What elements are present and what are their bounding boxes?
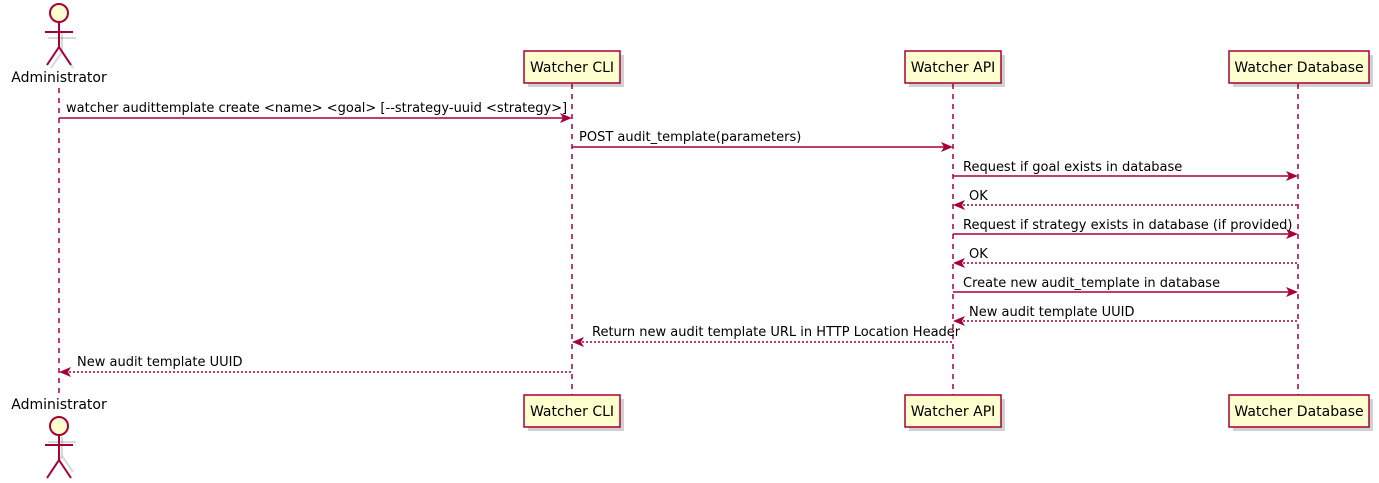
message-2[interactable]: POST audit_template(parameters)	[572, 130, 953, 152]
message-6[interactable]: OK	[953, 247, 1298, 268]
message-6-label: OK	[969, 247, 988, 262]
participant-label-watcher-cli-top: Watcher CLI	[530, 60, 614, 76]
message-3-label: Request if goal exists in database	[963, 160, 1182, 175]
participant-box-watcher-database-bottom[interactable]	[1228, 394, 1370, 428]
message-2-label: POST audit_template(parameters)	[579, 130, 801, 145]
message-8-arrowhead	[953, 316, 965, 326]
participant-label-watcher-api-bottom: Watcher API	[911, 404, 996, 420]
message-9-label: Return new audit template URL in HTTP Lo…	[592, 325, 961, 340]
participant-label-watcher-cli-bottom: Watcher CLI	[530, 404, 614, 420]
message-10[interactable]: New audit template UUID	[59, 355, 572, 377]
message-8-label: New audit template UUID	[969, 305, 1134, 320]
message-7-label: Create new audit_template in database	[963, 276, 1220, 291]
message-7-arrowhead	[1286, 287, 1298, 297]
message-1-arrowhead	[560, 113, 572, 123]
message-10-label: New audit template UUID	[77, 355, 242, 370]
message-4[interactable]: OK	[953, 189, 1298, 210]
message-3[interactable]: Request if goal exists in database	[953, 160, 1298, 181]
message-4-label: OK	[969, 189, 988, 204]
message-2-arrowhead	[941, 142, 953, 152]
message-3-arrowhead	[1286, 171, 1298, 181]
participant-box-watcher-database-top[interactable]	[1228, 50, 1370, 84]
actor-administrator-top[interactable]: Administrator	[11, 3, 107, 86]
actor-administrator-bottom[interactable]: Administrator	[11, 397, 107, 479]
participant-watcher-cli-top[interactable]: Watcher CLI	[523, 50, 624, 87]
message-5-label: Request if strategy exists in database (…	[963, 218, 1292, 233]
actor-left-leg-icon	[46, 459, 60, 479]
message-8[interactable]: New audit template UUID	[953, 305, 1298, 326]
participant-watcher-database-top[interactable]: Watcher Database	[1228, 50, 1373, 87]
participant-watcher-database-bottom[interactable]: Watcher Database	[1228, 394, 1373, 431]
actor-head-icon	[49, 3, 69, 23]
participant-box-watcher-cli-bottom[interactable]	[523, 394, 621, 428]
actor-right-leg-icon	[58, 46, 72, 66]
actor-right-leg-icon	[58, 459, 72, 479]
message-5[interactable]: Request if strategy exists in database (…	[953, 218, 1298, 239]
message-4-arrowhead	[953, 200, 965, 210]
message-5-arrowhead	[1286, 229, 1298, 239]
message-1[interactable]: watcher audittemplate create <name> <goa…	[59, 101, 572, 123]
participant-box-watcher-api-top[interactable]	[904, 50, 1002, 84]
lifelines	[58, 84, 1299, 395]
message-7[interactable]: Create new audit_template in database	[953, 276, 1298, 297]
participant-watcher-cli-bottom[interactable]: Watcher CLI	[523, 394, 624, 431]
message-6-arrowhead	[953, 258, 965, 268]
actor-label-administrator-top: Administrator	[11, 70, 107, 86]
participant-watcher-api-top[interactable]: Watcher API	[904, 50, 1005, 87]
participant-label-watcher-database-top: Watcher Database	[1234, 60, 1363, 76]
actor-head-icon	[49, 416, 69, 436]
participant-label-watcher-api-top: Watcher API	[911, 60, 996, 76]
message-10-arrowhead	[59, 367, 71, 377]
participant-box-watcher-cli-top[interactable]	[523, 50, 621, 84]
participant-watcher-api-bottom[interactable]: Watcher API	[904, 394, 1005, 431]
actor-label-administrator-bottom: Administrator	[11, 397, 107, 413]
actor-administrator-bottom-shadow	[48, 437, 76, 473]
participant-label-watcher-database-bottom: Watcher Database	[1234, 404, 1363, 420]
message-9[interactable]: Return new audit template URL in HTTP Lo…	[572, 325, 961, 347]
participant-box-watcher-api-bottom[interactable]	[904, 394, 1002, 428]
message-1-label: watcher audittemplate create <name> <goa…	[66, 101, 567, 116]
actor-left-leg-icon	[46, 46, 60, 66]
message-9-arrowhead	[572, 337, 584, 347]
